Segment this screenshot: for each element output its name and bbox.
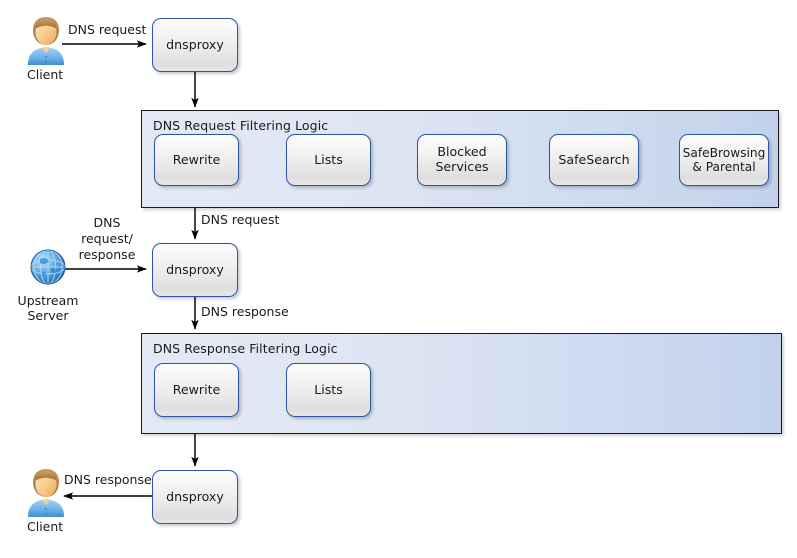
node-label: Lists xyxy=(314,151,343,167)
node-dnsproxy-top[interactable]: dnsproxy xyxy=(152,18,238,72)
user-icon xyxy=(20,14,72,66)
stage-lists-response[interactable]: Lists xyxy=(286,363,371,417)
stage-rewrite-response[interactable]: Rewrite xyxy=(154,363,239,417)
edge-label-request-panel-to-proxy: DNS request xyxy=(201,212,280,227)
panel-title: DNS Response Filtering Logic xyxy=(153,341,338,356)
node-label-line2: & Parental xyxy=(692,160,756,174)
node-label: Rewrite xyxy=(172,381,221,397)
stage-safebrowsing-parental[interactable]: SafeBrowsing & Parental xyxy=(679,134,769,186)
edge-label-proxy-to-client: DNS response xyxy=(64,472,152,487)
node-label-line2: Services xyxy=(435,159,489,174)
actor-label-client-top: Client xyxy=(27,67,64,82)
actor-label-client-bottom: Client xyxy=(27,519,64,534)
node-label: Rewrite xyxy=(172,151,221,167)
globe-icon xyxy=(24,243,72,291)
user-icon xyxy=(20,466,72,518)
stage-blocked-services[interactable]: Blocked Services xyxy=(417,134,507,186)
node-label: dnsproxy xyxy=(166,488,224,504)
edge-label-upstream-line3: response xyxy=(78,247,136,262)
edge-label-upstream-line2: request/ xyxy=(81,231,133,246)
node-dnsproxy-bottom[interactable]: dnsproxy xyxy=(152,470,238,524)
stage-lists[interactable]: Lists xyxy=(286,134,371,186)
node-label-line1: SafeBrowsing xyxy=(682,145,766,160)
edge-label-upstream-line1: DNS xyxy=(93,215,121,230)
actor-label-upstream-line2: Server xyxy=(27,308,69,323)
edge-label-client-to-proxy: DNS request xyxy=(68,22,147,37)
panel-response-filtering: DNS Response Filtering Logic xyxy=(141,333,782,434)
node-label: dnsproxy xyxy=(166,36,224,52)
node-label: SafeSearch xyxy=(558,151,630,167)
node-dnsproxy-middle[interactable]: dnsproxy xyxy=(152,243,238,297)
edge-label-proxy-to-response-panel: DNS response xyxy=(201,304,289,319)
node-label: dnsproxy xyxy=(166,261,224,277)
node-label-line1: Blocked xyxy=(437,144,487,160)
stage-rewrite[interactable]: Rewrite xyxy=(154,134,239,186)
actor-label-upstream-line1: Upstream xyxy=(17,293,79,308)
panel-title: DNS Request Filtering Logic xyxy=(153,118,329,133)
node-label: Lists xyxy=(314,381,343,397)
stage-safesearch[interactable]: SafeSearch xyxy=(549,134,639,186)
